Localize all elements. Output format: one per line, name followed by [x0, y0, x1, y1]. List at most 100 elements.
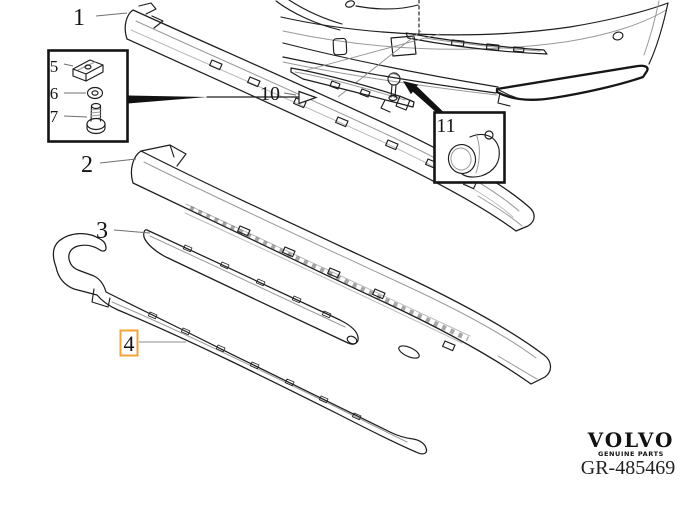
car-taillight-outline: [405, 32, 548, 55]
part-2-end-cap-tab: [169, 144, 175, 158]
part-4-step-bracket: [91, 288, 111, 308]
callout-4-highlight: [119, 329, 139, 357]
part-1-end-fin-line: [477, 195, 523, 227]
callout-5-label[interactable]: 5: [50, 57, 59, 76]
car-sensor-hole: [612, 31, 624, 41]
hardware-detail-box: 5 6 7: [47, 49, 318, 143]
sensor-face-inner: [450, 147, 472, 171]
car-plate-recess: [390, 35, 417, 57]
trim-strip-clip-2: [359, 88, 371, 98]
clip-nut-fold-line: [77, 61, 96, 71]
sensor-stem-base: [388, 94, 398, 102]
sensor-arrow-tail: [412, 86, 444, 114]
car-tow-eye-pocket: [332, 37, 348, 56]
trim-strip-bracket-1: [395, 95, 411, 111]
car-diffuser: [495, 64, 649, 101]
car-bumper-sweep-upper: [282, 42, 499, 88]
sensor-grommet-shade: [389, 73, 399, 77]
callout-4[interactable]: 4: [119, 329, 187, 357]
sensor-detail-box: 11: [403, 81, 506, 184]
clip-nut-side-face: [85, 64, 104, 82]
sensor-face-outer: [447, 143, 477, 175]
part-1-inner-line-2: [130, 29, 514, 218]
car-bumper-molding: [282, 61, 498, 96]
part-1-body: [124, 9, 535, 232]
volvo-genuine-parts-logo: VOLVO GENUINE PARTS: [587, 428, 673, 458]
callout-3-label[interactable]: 3: [96, 218, 108, 244]
callout-11-label[interactable]: 11: [436, 115, 455, 137]
callout-2-leader: [99, 158, 137, 164]
sensor-connector-nub: [484, 130, 494, 140]
mounting-leader-line-1: [295, 33, 441, 74]
car-fender-edge-2: [288, 0, 343, 25]
callout-labels: 1 2 3 4 10: [73, 5, 297, 357]
screw-threads: [90, 108, 101, 120]
clip-nut-illustration: [72, 59, 104, 82]
washer-illustration: [86, 86, 104, 100]
part-2-body: [130, 150, 552, 385]
clip-nut-hole: [84, 64, 92, 70]
callout-5-leader: [63, 63, 74, 67]
callout-10-leader: [283, 92, 297, 96]
callout-1-label[interactable]: 1: [73, 5, 85, 31]
trim-strip-clip-1: [329, 80, 341, 90]
part-2-inner-line: [143, 161, 537, 359]
callout-6-label[interactable]: 6: [50, 84, 59, 103]
parking-sensor-illustration: [447, 130, 500, 178]
part-4-body: [52, 233, 428, 455]
callout-7-label[interactable]: 7: [50, 107, 59, 126]
part-2-spoiler-illustration: [130, 144, 552, 385]
callout-7-leader: [63, 115, 88, 118]
part-2-end-fin-line: [497, 355, 538, 380]
part-1-end-tab-2: [151, 15, 164, 29]
hardware-callout-wedge: [128, 95, 207, 104]
sensor-stem-right: [394, 84, 397, 98]
car-rear-view-illustration: [275, 0, 669, 107]
part-2-hatch-border-top: [185, 203, 471, 337]
callout-2-label[interactable]: 2: [81, 152, 93, 178]
car-corner-edge-inner: [643, 0, 660, 56]
car-diffuser-tab: [497, 92, 511, 107]
part-3-trim-strip-illustration: [143, 229, 359, 345]
hardware-callout-marker: [298, 90, 318, 105]
part-4-lower-lip-illustration: [52, 233, 428, 455]
part-2-end-opening: [398, 345, 420, 359]
trim-strip-bracket-2: [380, 99, 391, 113]
car-emblem-dot-left: [345, 0, 355, 8]
part-1-spoiler-illustration: [124, 2, 535, 232]
sensor-seam: [475, 133, 480, 174]
car-taillight-detail-3: [513, 46, 525, 53]
car-trunk-lid-curve: [355, 4, 419, 10]
clip-nut-front-face: [72, 68, 87, 82]
part-1-end-tab-1: [138, 2, 157, 15]
callout-1-leader: [95, 12, 128, 17]
part-3-tip-loop: [346, 335, 358, 345]
callout-3-leader: [113, 229, 151, 234]
screw-head-rim: [86, 123, 106, 135]
callout-4-label[interactable]: 4: [124, 331, 135, 356]
sensor-stem-left: [390, 84, 393, 98]
part-2-hatch-border-bottom: [184, 212, 463, 344]
washer-hole: [91, 90, 99, 96]
car-trunk-seam: [280, 2, 669, 36]
bumper-trim-and-sensor-illustration: [290, 67, 415, 114]
clip-tab: [442, 340, 456, 352]
part-3-inner-line: [149, 235, 346, 328]
car-trunk-seam-2: [282, 9, 667, 50]
car-taillight-detail-2: [485, 43, 500, 51]
car-taillight-detail-1: [450, 39, 465, 47]
part-2-hatch-texture: [188, 205, 470, 342]
sensor-barrel: [461, 133, 500, 178]
callout-10-label[interactable]: 10: [260, 83, 280, 105]
screw-illustration: [86, 102, 106, 135]
car-corner-edge: [648, 2, 669, 65]
part-2-end-cap: [140, 144, 187, 167]
drawing-number: GR-485469: [581, 457, 675, 479]
car-diffuser-fold: [496, 88, 521, 100]
part-4-inner-line: [111, 301, 408, 443]
sensor-arrow-head: [403, 81, 419, 95]
volvo-tagline: GENUINE PARTS: [598, 450, 664, 458]
car-fender-edge: [275, 0, 341, 31]
